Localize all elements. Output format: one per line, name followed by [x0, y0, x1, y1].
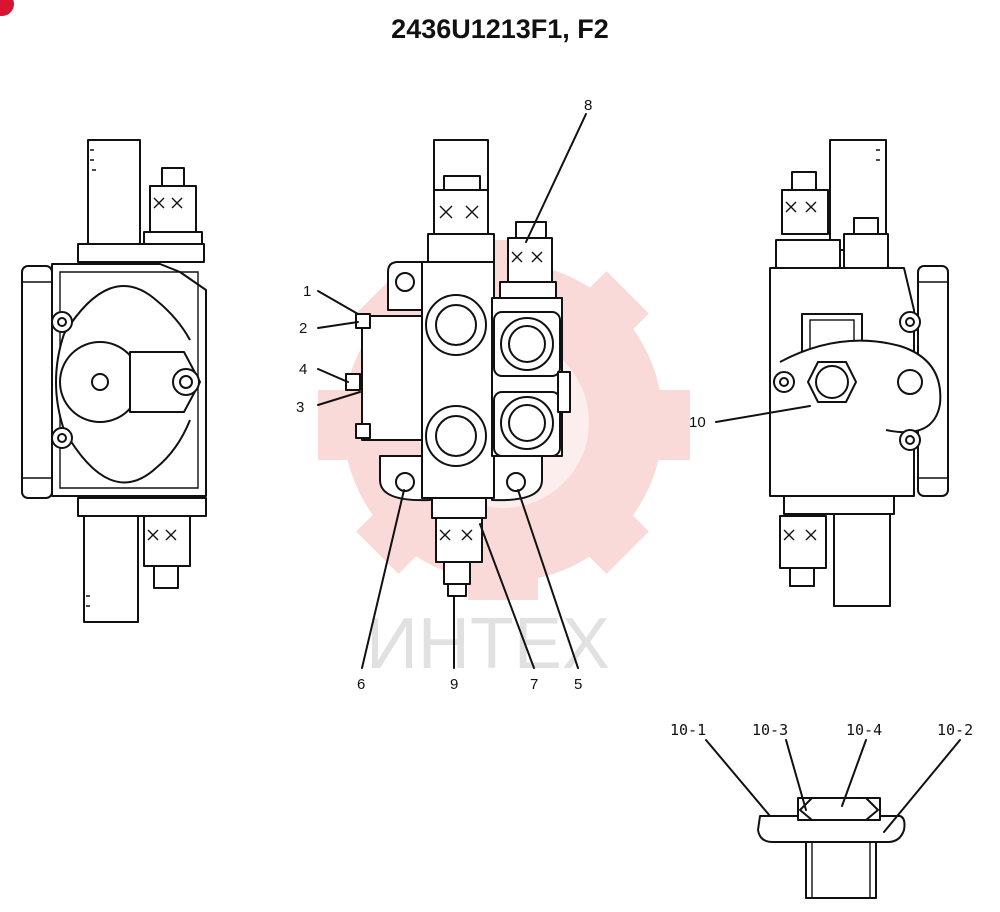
- leader-lines: [317, 113, 961, 833]
- callout-6: 6: [357, 676, 365, 693]
- callout-7: 7: [530, 676, 538, 693]
- callout-3: 3: [296, 399, 304, 416]
- callout-5: 5: [574, 676, 582, 693]
- right-side-view: [769, 139, 949, 607]
- detail-callout-10-4: 10-4: [846, 721, 882, 739]
- callout-1: 1: [303, 283, 311, 300]
- left-side-view: [21, 139, 207, 623]
- corner-badge: [0, 0, 14, 16]
- callout-labels: 1 2 3 4 5 6 7 8 9 10 10-1 10-3 10-4 10-2: [296, 97, 973, 739]
- detail-callout-10-2: 10-2: [937, 721, 973, 739]
- detail-callout-10-1: 10-1: [670, 721, 706, 739]
- detail-callout-10-3: 10-3: [752, 721, 788, 739]
- callout-2: 2: [299, 320, 307, 337]
- detail-view-10: [757, 797, 906, 899]
- watermark-text: ИНТЕХ: [366, 604, 610, 684]
- center-front-view: [345, 139, 571, 597]
- callout-10: 10: [689, 414, 706, 431]
- diagram-title: 2436U1213F1, F2: [391, 14, 609, 44]
- callout-4: 4: [299, 361, 307, 378]
- callout-9: 9: [450, 676, 458, 693]
- callout-8: 8: [584, 97, 592, 114]
